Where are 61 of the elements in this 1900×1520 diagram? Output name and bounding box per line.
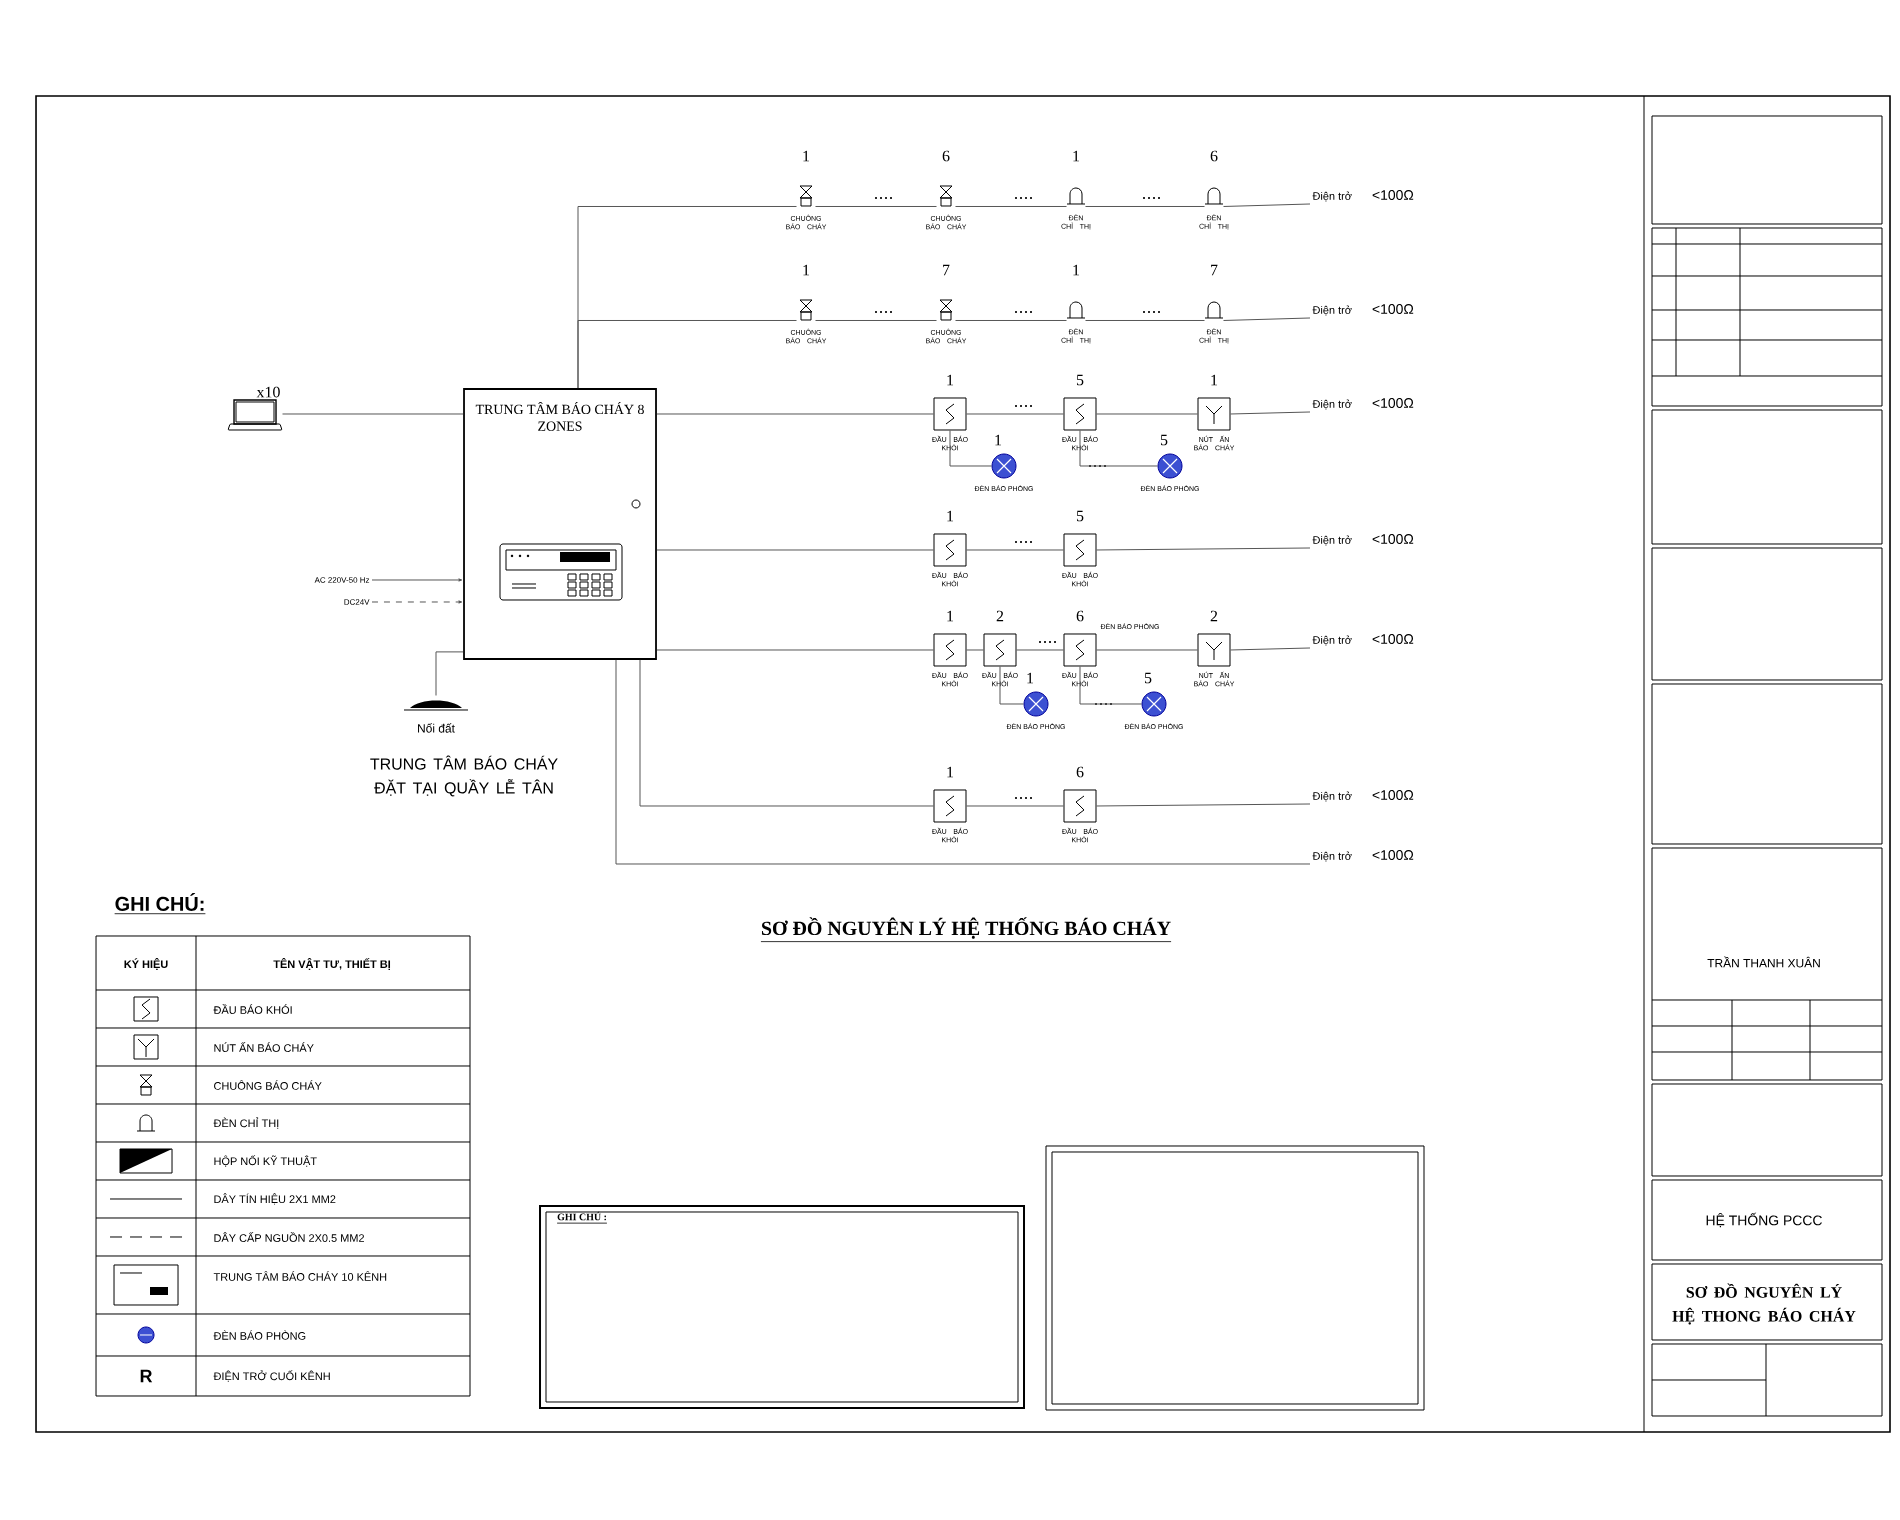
smoke-detector-box (1063, 533, 1097, 567)
wire (656, 549, 934, 551)
notes-heading: GHI CHÚ: (114, 893, 206, 915)
wire (615, 659, 1311, 865)
room-lamp-circle (1023, 691, 1049, 717)
bell-symbol (799, 185, 813, 207)
wire (371, 578, 463, 582)
wire (1079, 430, 1158, 467)
wire (1096, 649, 1198, 651)
smoke-detector-box (1063, 633, 1097, 667)
indicator-lamp-symbol (1204, 301, 1224, 319)
wire (1079, 666, 1142, 705)
smoke-detector-box (933, 789, 967, 823)
wire (435, 651, 464, 696)
indicator-lamp-symbol (1204, 187, 1224, 205)
resistor-symbol: R (140, 1369, 153, 1383)
smoke-detector-box (933, 397, 967, 431)
bell-symbol (939, 185, 953, 207)
wire (1096, 547, 1311, 551)
call-point-box (1197, 633, 1231, 667)
wire (966, 413, 1064, 415)
smoke-detector-box (983, 633, 1017, 667)
wire (966, 805, 1064, 807)
smoke-detector-box (933, 533, 967, 567)
wire (1096, 803, 1311, 807)
smoke-detector-box (933, 633, 967, 667)
wire (815, 206, 937, 207)
wire (955, 320, 1067, 321)
room-lamp-circle (1157, 453, 1183, 479)
wire (1223, 203, 1311, 207)
smoke-detector-box (1063, 397, 1097, 431)
wire (371, 600, 463, 604)
wire (966, 649, 984, 651)
indicator-lamp-symbol (1066, 301, 1086, 319)
bell-symbol (799, 299, 813, 321)
wire (1223, 317, 1311, 321)
wire (1016, 649, 1064, 651)
wire (966, 549, 1064, 551)
wire (999, 666, 1024, 705)
wire (815, 320, 937, 321)
call-point-box (1197, 397, 1231, 431)
wire (1096, 413, 1198, 415)
bell-symbol (939, 299, 953, 321)
wire (955, 206, 1067, 207)
room-lamp-circle (991, 453, 1017, 479)
wire (1085, 206, 1205, 207)
indicator-lamp-symbol (1066, 187, 1086, 205)
wire (1085, 320, 1205, 321)
room-lamp-circle (1141, 691, 1167, 717)
wire (656, 413, 934, 415)
wire (1230, 411, 1311, 415)
wire (656, 649, 934, 651)
wire (639, 659, 934, 807)
laptop-icon (227, 399, 283, 431)
ground-symbol (403, 700, 469, 711)
wire (1230, 647, 1311, 651)
diagram-title: SƠ ĐỒ NGUYÊN LÝ HỆ THỐNG BÁO CHÁY (760, 917, 1172, 942)
wire (282, 413, 464, 415)
wire (949, 430, 992, 467)
wire (577, 320, 797, 389)
smoke-detector-box (1063, 789, 1097, 823)
